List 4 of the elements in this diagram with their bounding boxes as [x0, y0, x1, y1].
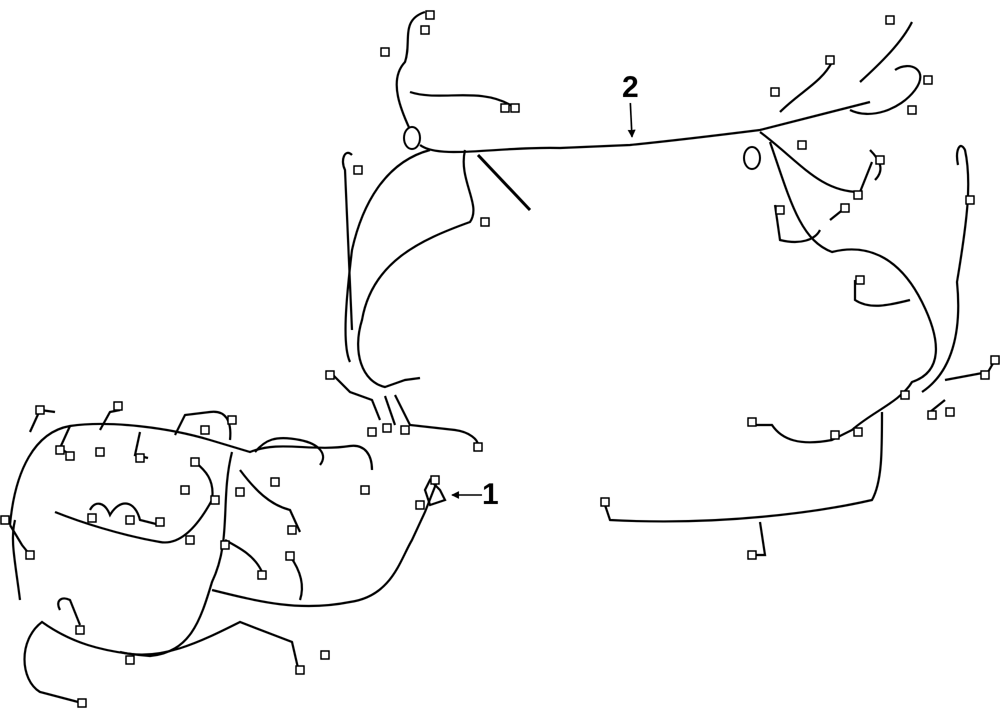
- leader-arrow: [628, 102, 636, 138]
- leader-arrow: [451, 491, 482, 499]
- callout-number: 2: [622, 73, 639, 103]
- callout-number: 1: [482, 480, 499, 510]
